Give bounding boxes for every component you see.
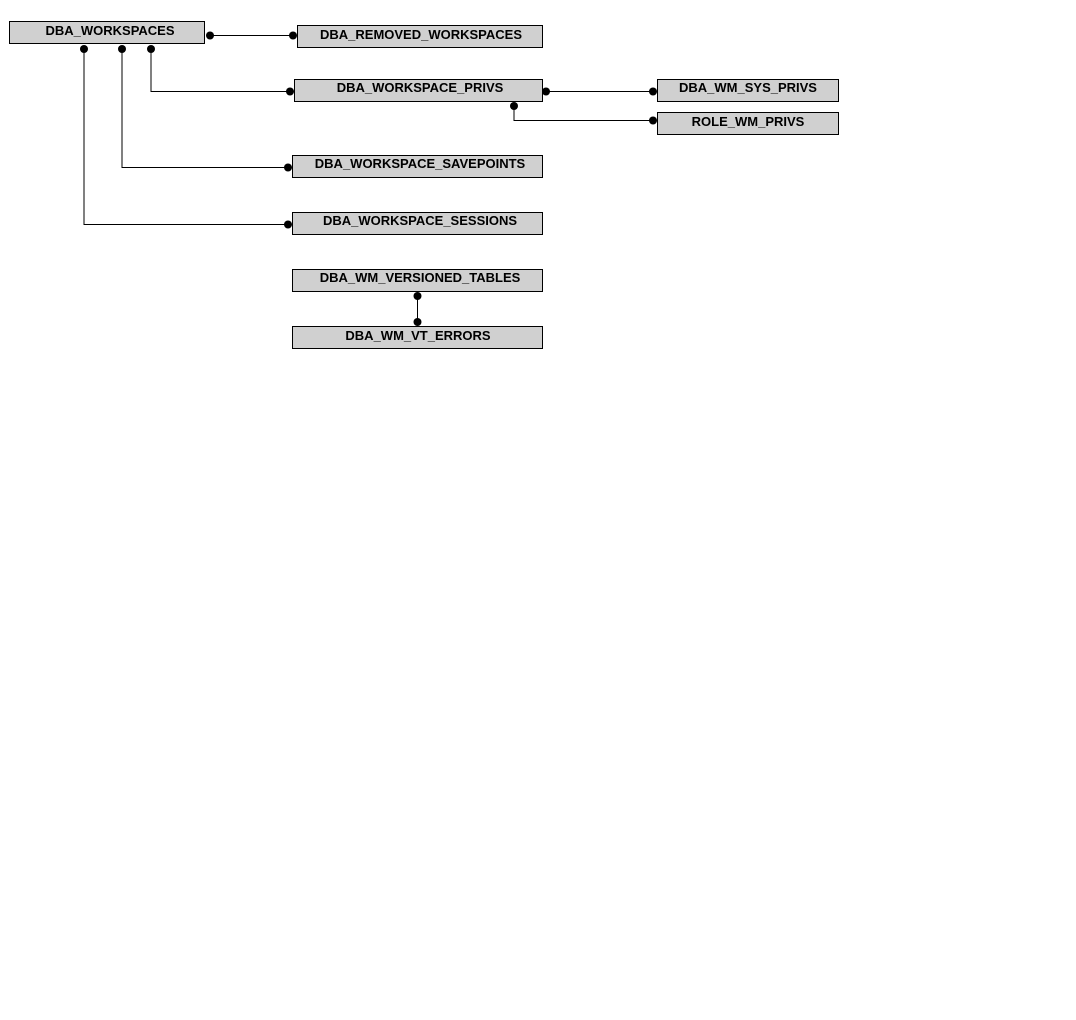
entity-dba-wm-vt-errors[interactable]: DBA_WM_VT_ERRORS	[292, 326, 543, 349]
relationships	[80, 31, 657, 326]
entity-box	[297, 25, 543, 48]
entity-box	[292, 269, 543, 292]
entity-label: ROLE_WM_PRIVS	[692, 114, 805, 129]
entity-label: DBA_REMOVED_WORKSPACES	[320, 27, 522, 42]
entity-label: DBA_WM_SYS_PRIVS	[679, 80, 817, 95]
entity-box	[657, 112, 839, 135]
rel-workspaces-workspace-sessions	[80, 45, 292, 229]
rel-workspace-privs-wm-sys-privs	[542, 87, 657, 96]
rel-workspaces-workspace-savepoints	[118, 45, 292, 172]
rel-workspaces-workspace-privs	[147, 45, 294, 96]
rel-workspaces-removed-workspaces	[206, 31, 297, 40]
entity-box	[9, 21, 205, 44]
entity-label: DBA_WM_VT_ERRORS	[345, 328, 491, 343]
entity-label: DBA_WORKSPACE_SESSIONS	[323, 213, 517, 228]
entity-dba-wm-sys-privs[interactable]: DBA_WM_SYS_PRIVS	[657, 79, 839, 102]
entity-dba-removed-workspaces[interactable]: DBA_REMOVED_WORKSPACES	[297, 25, 543, 48]
entity-label: DBA_WORKSPACE_SAVEPOINTS	[315, 156, 526, 171]
entities: DBA_WORKSPACES DBA_REMOVED_WORKSPACES DB…	[9, 21, 839, 349]
entity-label: DBA_WORKSPACE_PRIVS	[337, 80, 504, 95]
entity-label: DBA_WM_VERSIONED_TABLES	[320, 270, 521, 285]
entity-box	[292, 212, 543, 235]
entity-label: DBA_WORKSPACES	[45, 23, 174, 38]
rel-versioned-tables-vt-errors	[413, 292, 422, 326]
entity-dba-workspace-savepoints[interactable]: DBA_WORKSPACE_SAVEPOINTS	[292, 155, 543, 178]
entity-dba-workspace-sessions[interactable]: DBA_WORKSPACE_SESSIONS	[292, 212, 543, 235]
entity-dba-wm-versioned-tables[interactable]: DBA_WM_VERSIONED_TABLES	[292, 269, 543, 292]
entity-dba-workspace-privs[interactable]: DBA_WORKSPACE_PRIVS	[294, 79, 543, 102]
entity-dba-workspaces[interactable]: DBA_WORKSPACES	[9, 21, 205, 44]
entity-box	[294, 79, 543, 102]
rel-workspace-privs-role-wm-privs	[510, 102, 657, 125]
entity-box	[292, 326, 543, 349]
entity-box	[657, 79, 839, 102]
entity-role-wm-privs[interactable]: ROLE_WM_PRIVS	[657, 112, 839, 135]
entity-box	[292, 155, 543, 178]
